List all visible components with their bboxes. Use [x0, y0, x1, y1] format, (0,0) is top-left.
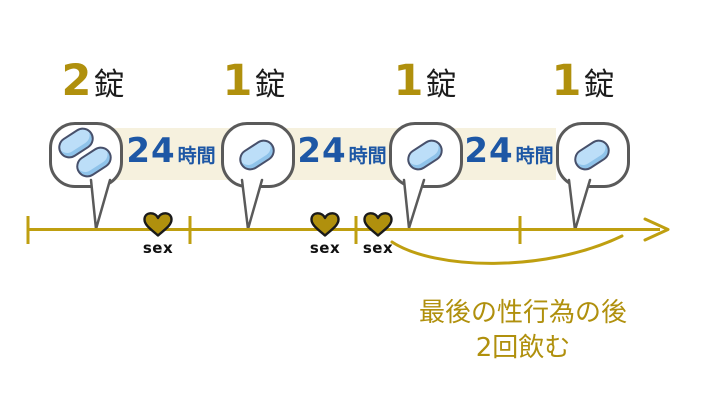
interval-value: 24 [297, 131, 347, 171]
dose-count: 1 [222, 56, 253, 106]
speech-bubble-1 [49, 122, 123, 188]
interval-value: 24 [126, 131, 176, 171]
interval-band [112, 128, 556, 180]
sex-event-label-1: sex [142, 239, 174, 257]
annotation-line-1: 最後の性行為の後 [418, 298, 628, 328]
sex-event-label-3: sex [362, 239, 394, 257]
speech-bubble-4 [556, 122, 630, 188]
speech-bubble-3 [389, 122, 463, 188]
sex-event-label-2: sex [309, 239, 341, 257]
bubble-tail [402, 178, 426, 229]
annotation-line-2: 2回飲む [475, 333, 571, 364]
dose-unit: 錠 [583, 67, 615, 103]
interval-label-2: 24 時間 [297, 131, 386, 171]
dose-unit: 錠 [254, 67, 286, 103]
dose-count: 2 [61, 56, 92, 106]
interval-label-3: 24 時間 [464, 131, 553, 171]
bubble-tail [567, 178, 592, 231]
interval-unit: 時間 [348, 145, 387, 167]
heart-icon [310, 212, 340, 237]
dose-label-2: 1 錠 [223, 60, 286, 103]
dose-label-1: 2 錠 [62, 60, 125, 103]
annotation: 最後の性行為の後 2回飲む [419, 296, 627, 366]
dose-count: 1 [393, 56, 424, 106]
speech-bubble-2 [221, 122, 295, 188]
interval-label-1: 24 時間 [126, 131, 215, 171]
interval-value: 24 [464, 131, 514, 171]
interval-unit: 時間 [177, 145, 216, 167]
dose-count: 1 [551, 56, 582, 106]
dose-label-3: 1 錠 [394, 60, 457, 103]
bubble-tail [240, 178, 264, 230]
arrow-head-icon [643, 217, 670, 242]
heart-icon [143, 212, 173, 237]
interval-unit: 時間 [515, 145, 554, 167]
dose-unit: 錠 [93, 67, 125, 103]
dose-label-4: 1 錠 [552, 60, 615, 103]
bubble-tail [89, 178, 112, 230]
heart-icon [363, 212, 393, 237]
curve-arrow [390, 234, 624, 265]
dose-unit: 錠 [425, 67, 457, 103]
